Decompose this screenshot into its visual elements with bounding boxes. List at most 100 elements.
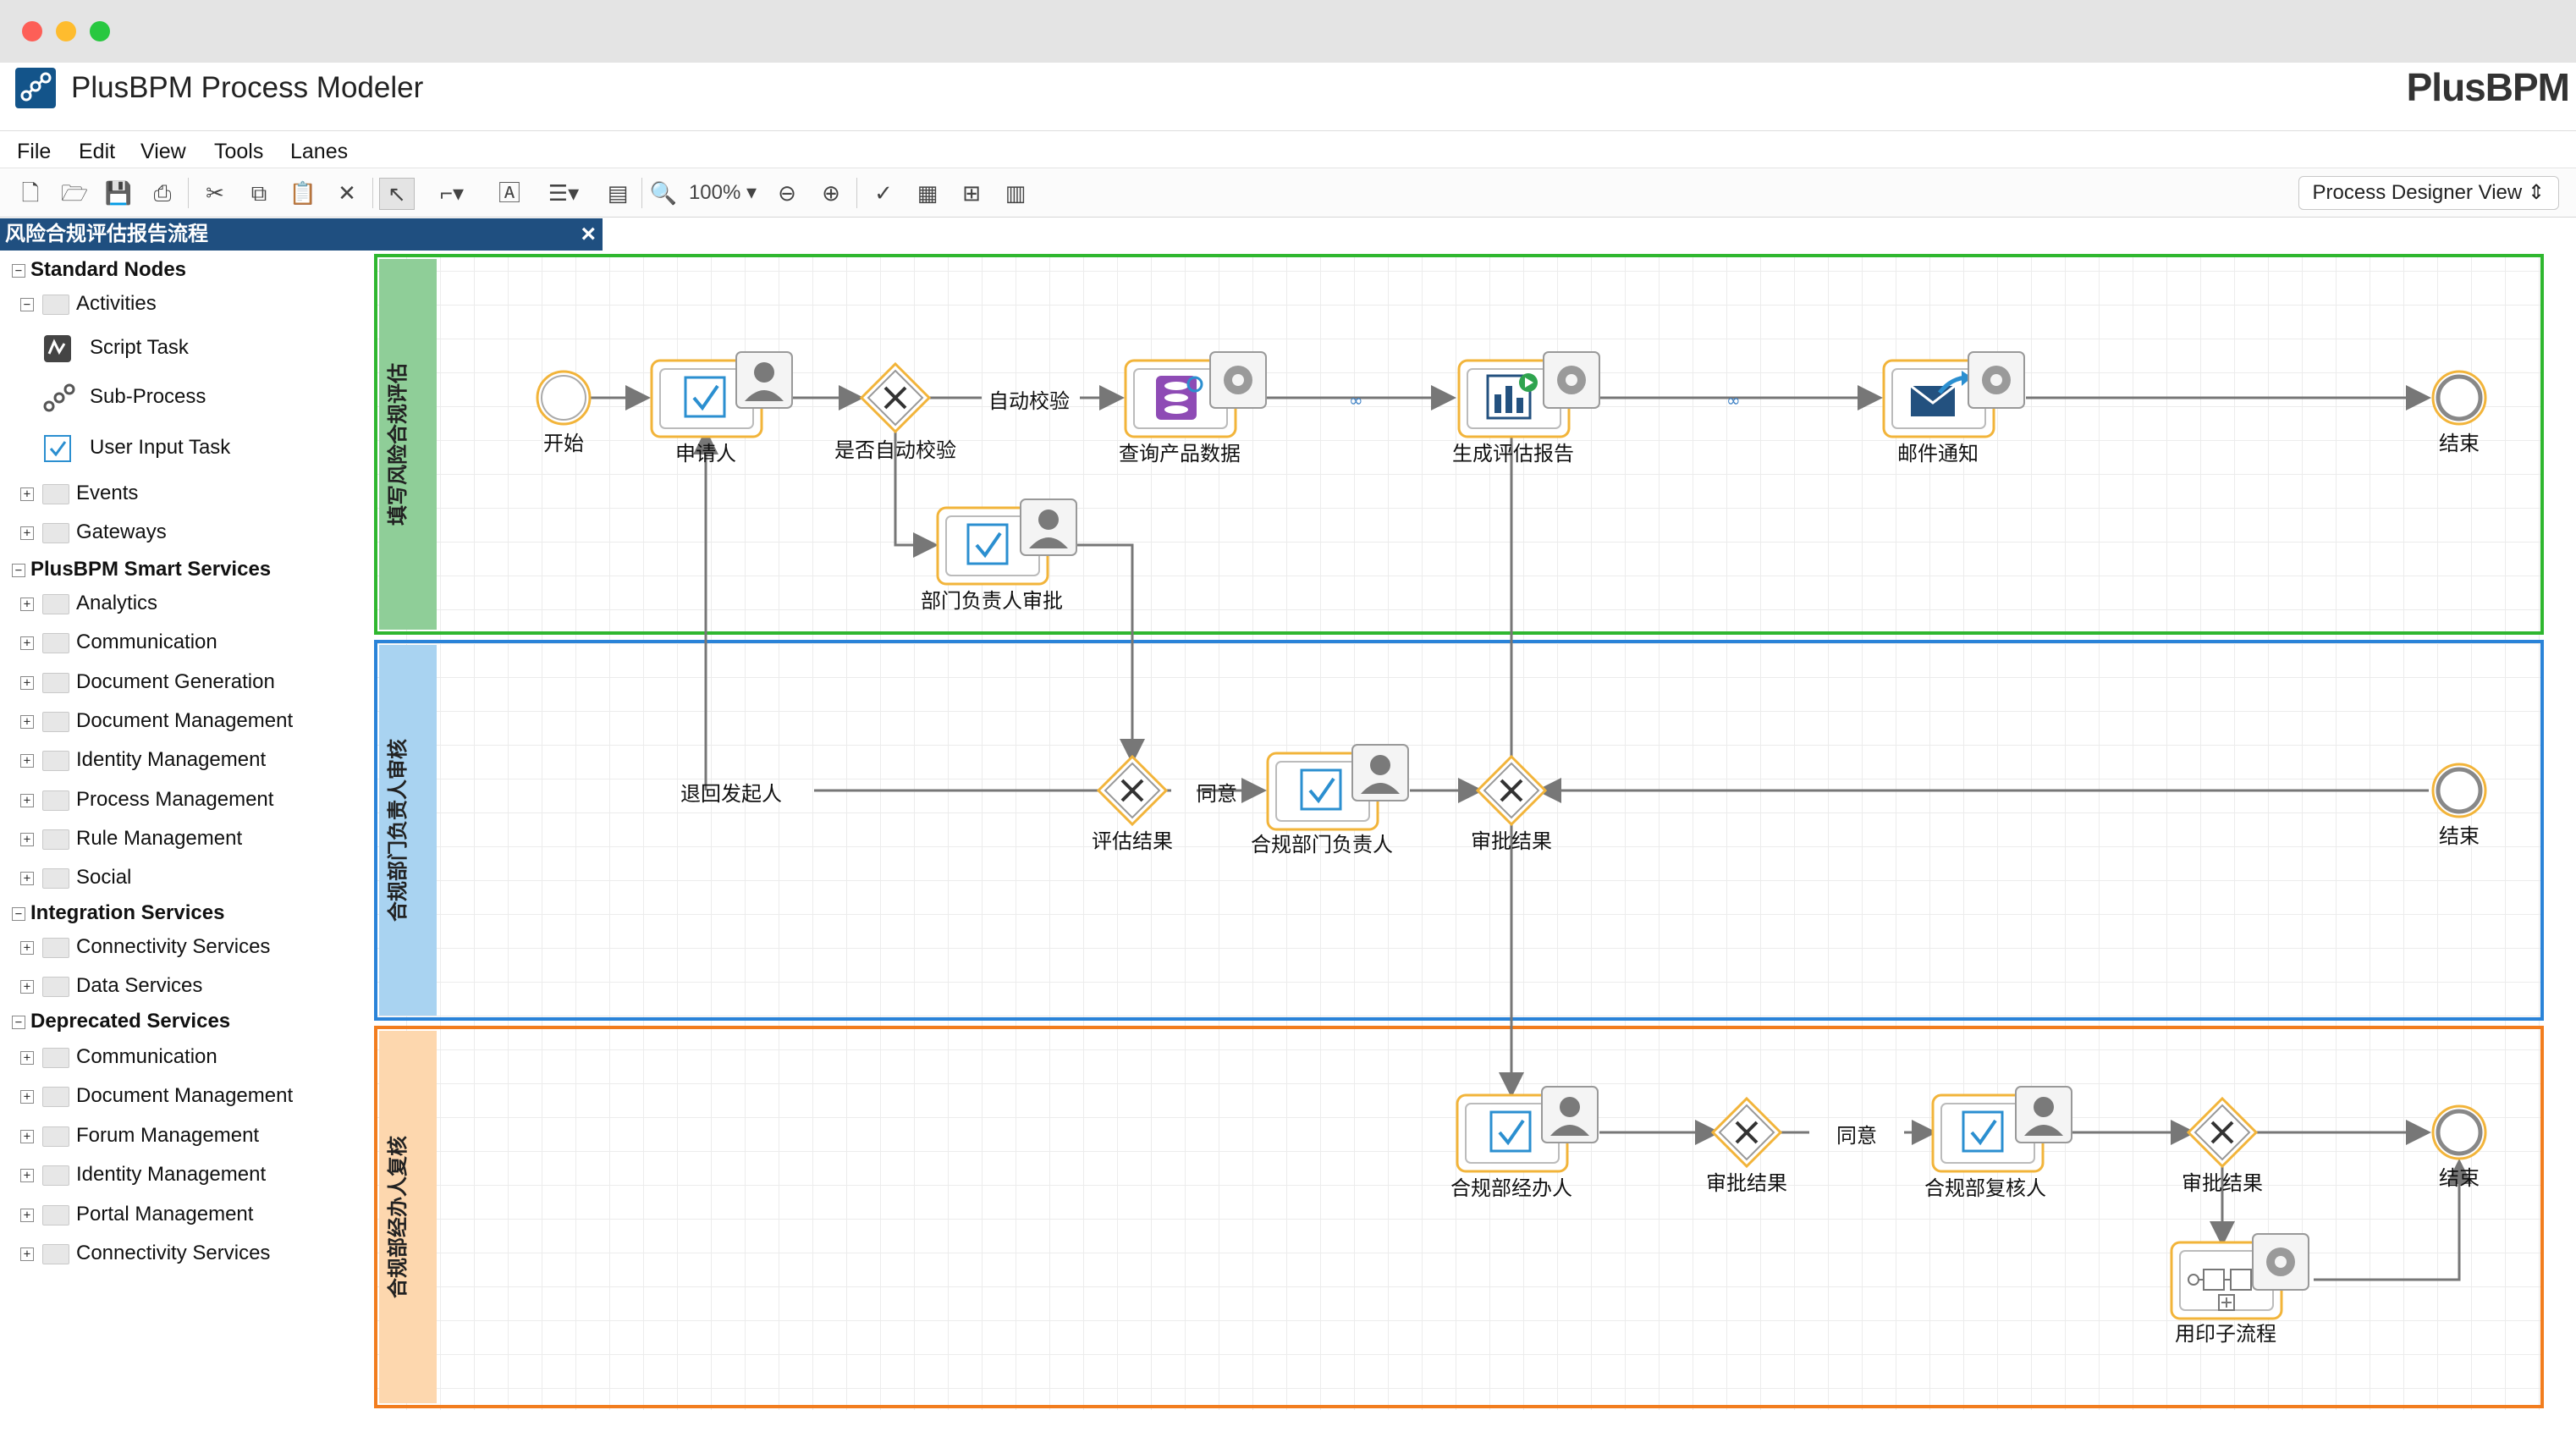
tree-item[interactable]: Analytics <box>76 592 158 614</box>
tree-group-smart-services[interactable]: PlusBPM Smart Services <box>30 558 272 581</box>
validate-check-icon[interactable]: ✓ <box>874 180 893 206</box>
task-reviewer[interactable] <box>1931 1086 2072 1173</box>
print-icon[interactable]: ⎙ <box>153 180 172 206</box>
task-dept-approve[interactable] <box>936 498 1077 586</box>
gateway-approve-result-1[interactable] <box>1475 754 1548 827</box>
align-icon[interactable]: ▥ <box>1005 180 1027 206</box>
task-handler[interactable] <box>1456 1086 1599 1173</box>
select-pointer-icon[interactable]: ↖ <box>379 178 415 210</box>
lane-2[interactable] <box>374 640 2544 1021</box>
paste-icon[interactable]: 📋 <box>289 180 317 206</box>
tree-group-integration-services[interactable]: Integration Services <box>30 901 225 924</box>
task-seal-subprocess[interactable] <box>2170 1233 2309 1320</box>
text-box-icon[interactable]: 🄰 <box>498 180 520 206</box>
expand-icon[interactable]: + <box>20 872 34 886</box>
lane-2-header[interactable] <box>379 645 437 1016</box>
tree-item[interactable]: Data Services <box>76 974 203 997</box>
collapse-icon[interactable]: − <box>12 264 25 278</box>
gateway-approve-result-2[interactable] <box>1710 1096 1783 1169</box>
menu-lanes[interactable]: Lanes <box>290 140 349 163</box>
tree-item[interactable]: Communication <box>76 1045 217 1068</box>
link-icon[interactable]: ∞ <box>1349 390 1363 410</box>
start-event[interactable] <box>536 370 592 426</box>
expand-icon[interactable]: + <box>20 526 34 540</box>
collapse-icon[interactable]: − <box>12 907 25 921</box>
tree-item[interactable]: Portal Management <box>76 1202 254 1225</box>
expand-icon[interactable]: + <box>20 1208 34 1222</box>
task-compliance-head[interactable] <box>1266 744 1409 831</box>
minimize-window-button[interactable] <box>56 21 76 41</box>
expand-icon[interactable]: + <box>20 1090 34 1104</box>
end-event[interactable] <box>2431 1104 2487 1160</box>
tree-item[interactable]: Communication <box>76 631 217 654</box>
expand-icon[interactable]: + <box>20 1169 34 1183</box>
gateway-eval-result[interactable] <box>1096 754 1169 827</box>
menu-file[interactable]: File <box>17 140 52 163</box>
lane-1[interactable] <box>374 254 2544 635</box>
tree-group-standard-nodes[interactable]: Standard Nodes <box>30 258 187 281</box>
expand-icon[interactable]: + <box>20 487 34 501</box>
end-event[interactable] <box>2431 763 2487 818</box>
menu-view[interactable]: View <box>140 140 186 163</box>
expand-icon[interactable]: + <box>20 1051 34 1065</box>
lane-1-header[interactable] <box>379 259 437 630</box>
gateway-approve-result-3[interactable] <box>2186 1096 2259 1169</box>
view-select[interactable]: Process Designer View ⇕ <box>2298 176 2559 210</box>
tree-group-deprecated-services[interactable]: Deprecated Services <box>30 1010 231 1033</box>
zoom-window-button[interactable] <box>90 21 110 41</box>
tree-item[interactable]: Document Generation <box>76 669 275 693</box>
expand-icon[interactable]: + <box>20 941 34 955</box>
lane-3-header[interactable] <box>379 1031 437 1403</box>
zoom-in-icon[interactable]: ⊕ <box>822 180 840 206</box>
tree-item-events[interactable]: Events <box>76 482 139 504</box>
tree-item[interactable]: Forum Management <box>76 1123 260 1147</box>
task-applicant[interactable] <box>650 351 793 438</box>
delete-icon[interactable]: ✕ <box>338 180 356 206</box>
link-icon[interactable]: ∞ <box>1726 390 1741 410</box>
collapse-icon[interactable]: − <box>12 564 25 577</box>
table-icon[interactable]: ⊞ <box>962 180 981 206</box>
zoom-level-select[interactable]: 100% ▾ <box>688 181 757 204</box>
tree-item-sub-process[interactable]: Sub-Process <box>90 385 206 408</box>
tree-item[interactable]: Process Management <box>76 787 274 811</box>
close-icon[interactable]: × <box>581 220 596 248</box>
cut-icon[interactable]: ✂ <box>206 180 224 206</box>
expand-icon[interactable]: + <box>20 832 34 846</box>
tree-item[interactable]: Rule Management <box>76 826 243 850</box>
tree-item-script-task[interactable]: Script Task <box>90 336 189 359</box>
collapse-icon[interactable]: − <box>20 298 34 311</box>
flow[interactable] <box>2314 1159 2472 1281</box>
close-window-button[interactable] <box>22 21 42 41</box>
menu-tools[interactable]: Tools <box>214 140 264 163</box>
tree-item[interactable]: Identity Management <box>76 748 267 772</box>
expand-icon[interactable]: + <box>20 1129 34 1143</box>
tree-item-user-input-task[interactable]: User Input Task <box>90 436 231 459</box>
new-icon[interactable]: 🗋 <box>21 180 40 206</box>
tree-item[interactable]: Connectivity Services <box>76 935 271 958</box>
expand-icon[interactable]: + <box>20 1247 34 1261</box>
expand-icon[interactable]: + <box>20 714 34 729</box>
flow[interactable] <box>894 423 938 558</box>
tree-item[interactable]: Identity Management <box>76 1163 267 1187</box>
flow[interactable] <box>1076 543 1145 764</box>
expand-icon[interactable]: + <box>20 754 34 768</box>
process-canvas[interactable]: 填写风险合规评估 合规部门负责人审核 合规部经办人复核 <box>372 251 2576 1432</box>
expand-icon[interactable]: + <box>20 636 34 651</box>
collapse-icon[interactable]: − <box>12 1016 25 1029</box>
grid-icon[interactable]: ▦ <box>916 180 938 206</box>
tree-item[interactable]: Document Management <box>76 708 294 732</box>
connector-icon[interactable]: ⌐▾ <box>439 180 465 206</box>
end-event[interactable] <box>2431 370 2487 426</box>
gateway-auto-check[interactable] <box>859 361 932 434</box>
lane-3[interactable] <box>374 1026 2544 1408</box>
zoom-out-icon[interactable]: ⊖ <box>778 180 796 206</box>
tree-item[interactable]: Document Management <box>76 1084 294 1108</box>
task-query-data[interactable] <box>1124 351 1267 438</box>
tree-item-activities[interactable]: Activities <box>76 292 157 315</box>
menu-edit[interactable]: Edit <box>79 140 116 163</box>
expand-icon[interactable]: + <box>20 793 34 807</box>
list-icon[interactable]: ▤ <box>607 180 629 206</box>
task-gen-report[interactable] <box>1457 351 1600 438</box>
expand-icon[interactable]: + <box>20 980 34 994</box>
tree-item[interactable]: Social <box>76 866 132 889</box>
